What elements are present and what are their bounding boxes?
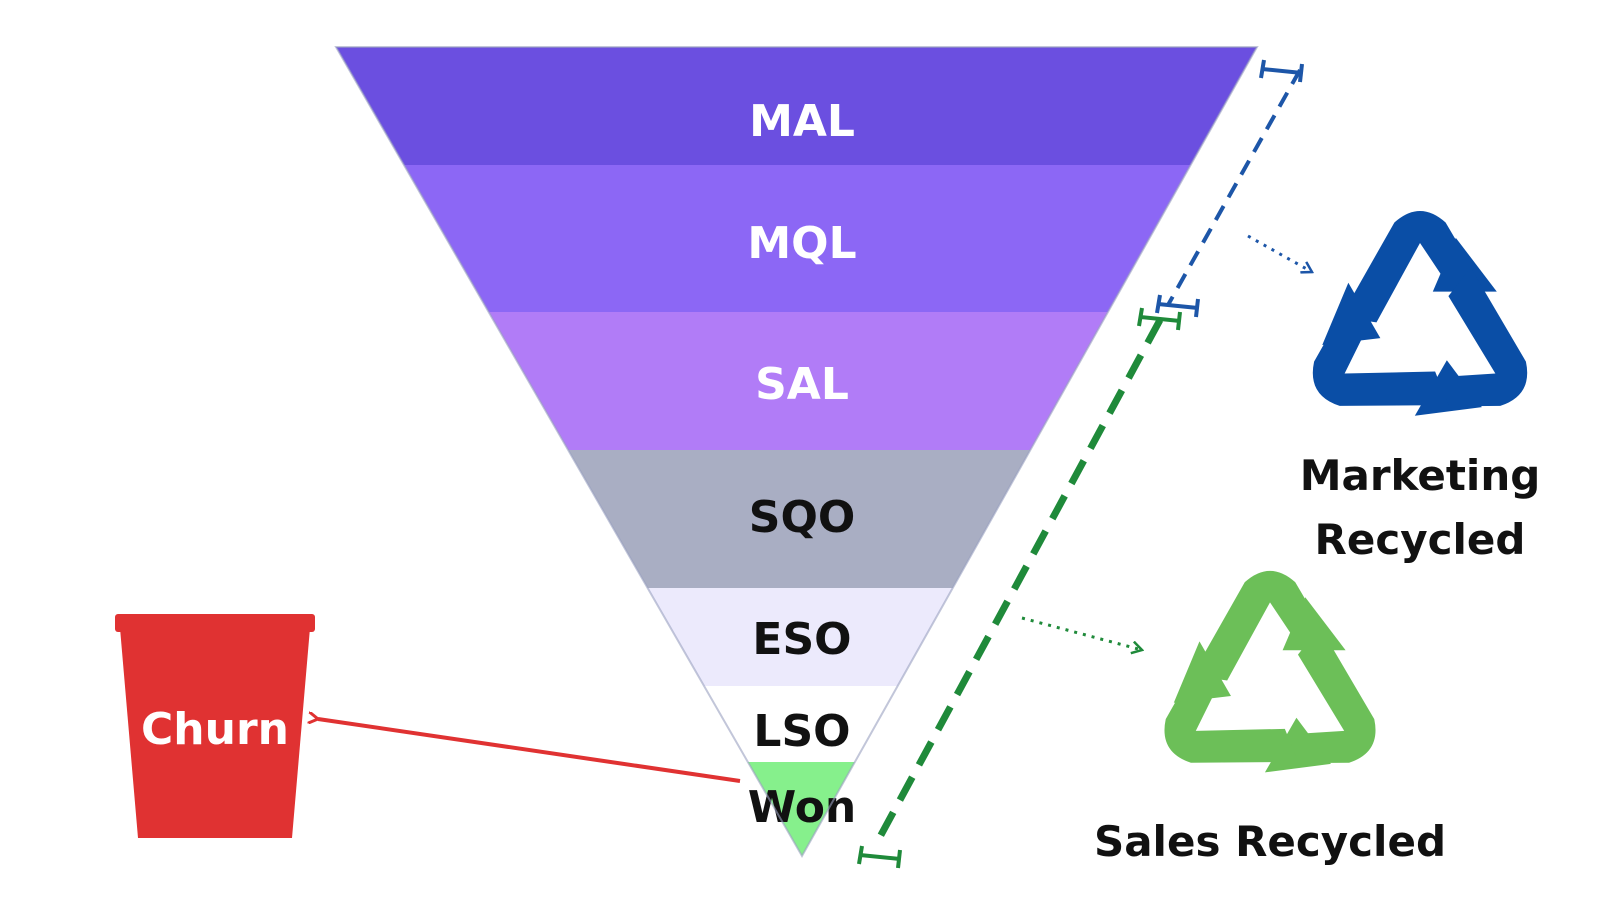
funnel-stage-lso — [704, 686, 898, 762]
recycle-arrow-head — [1432, 237, 1497, 292]
churn-bucket: Churn — [115, 614, 315, 838]
marketing-bracket-line — [1166, 69, 1302, 306]
sales-bracket-cap-bottom — [857, 845, 902, 869]
sales-recycled-label: Sales Recycled — [1094, 817, 1446, 866]
marketing-recycled-line2: Recycled — [1315, 515, 1526, 564]
recycle-arrow-head — [1322, 282, 1381, 346]
marketing-recycled-line1: Marketing — [1300, 451, 1541, 500]
sales-recycle-icon — [1164, 570, 1376, 773]
sales-recycle-bracket — [857, 307, 1182, 869]
recycle-arrow-head — [1282, 597, 1346, 651]
funnel-outline — [334, 46, 1259, 859]
funnel-stage-sal — [488, 312, 1108, 450]
funnel-stage-label-mql: MQL — [747, 218, 856, 269]
sales-recycle-arrow — [1021, 616, 1142, 650]
funnel-stage-eso — [647, 588, 953, 686]
recycle-arrow-segment — [1191, 570, 1321, 681]
marketing-recycle-bracket — [1155, 59, 1304, 318]
churn-label: Churn — [141, 704, 289, 755]
recycle-arrow-segment — [1448, 267, 1528, 407]
funnel-stage-label-sqo: SQO — [749, 492, 856, 543]
funnel-stage-sqo — [568, 450, 1031, 588]
funnel-stage-label-eso: ESO — [752, 614, 851, 665]
funnel-stage-mql — [403, 165, 1191, 312]
funnel-stage-label-lso: LSO — [753, 706, 850, 757]
funnel-stage-mal — [336, 47, 1257, 165]
marketing-bracket-cap-bottom — [1155, 294, 1200, 318]
recycle-arrow-head — [1173, 641, 1231, 703]
bucket-rim — [115, 614, 315, 632]
recycle-arrow-segment — [1297, 626, 1376, 764]
sales-bracket-cap-top — [1137, 307, 1182, 331]
marketing-bracket-cap-top — [1259, 59, 1304, 83]
churn-arrow — [318, 719, 741, 783]
recycle-arrow-segment — [1340, 210, 1472, 323]
funnel-stage-won — [747, 762, 855, 856]
funnel-stage-label-mal: MAL — [749, 96, 855, 147]
sales-bracket-line — [871, 318, 1164, 848]
marketing-recycle-icon — [1312, 210, 1528, 416]
marketing-recycle-arrow — [1247, 234, 1312, 272]
funnel-stage-label-sal: SAL — [755, 359, 849, 410]
bucket-icon — [120, 628, 310, 838]
